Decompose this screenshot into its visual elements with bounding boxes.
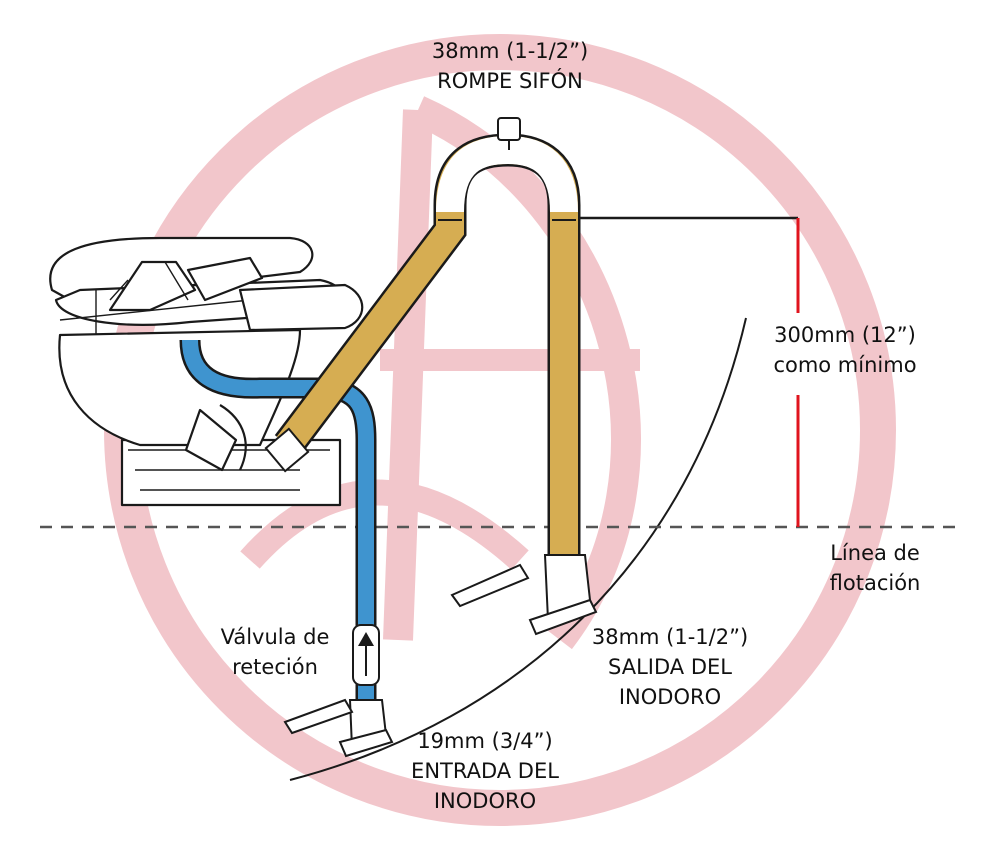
check-valve-label: Válvula de reteción (205, 622, 345, 682)
anti-siphon-vent-icon (497, 117, 521, 150)
intake-hose (179, 339, 377, 700)
inlet-line2: INODORO (433, 789, 537, 813)
check-valve-line2: reteción (232, 655, 318, 679)
inlet-size: 19mm (3/4”) (417, 729, 553, 753)
waterline-line1: Línea de (830, 541, 920, 565)
inlet-line1: ENTRADA DEL (411, 759, 559, 783)
vent-label: 38mm (1-1/2”) ROMPE SIFÓN (405, 36, 615, 96)
check-valve-icon (352, 624, 380, 686)
waterline-label: Línea de flotación (805, 538, 945, 598)
vent-size: 38mm (1-1/2”) (431, 39, 589, 63)
outlet-size: 38mm (1-1/2”) (591, 625, 749, 649)
inlet-label: 19mm (3/4”) ENTRADA DEL INODORO (385, 726, 585, 816)
height-note: como mínimo (773, 353, 917, 377)
outlet-seacock-icon (450, 554, 598, 636)
vent-name: ROMPE SIFÓN (437, 69, 583, 93)
height-label: 300mm (12”) como mínimo (745, 320, 945, 380)
toilet (49, 236, 364, 507)
check-valve-line1: Válvula de (220, 625, 330, 649)
waterline-line2: flotación (829, 571, 921, 595)
outlet-label: 38mm (1-1/2”) SALIDA DEL INODORO (570, 622, 770, 712)
outlet-line2: INODORO (618, 685, 722, 709)
outlet-line1: SALIDA DEL (608, 655, 732, 679)
height-marker (578, 216, 800, 527)
inlet-seacock-icon (283, 698, 394, 758)
height-value: 300mm (12”) (774, 323, 916, 347)
